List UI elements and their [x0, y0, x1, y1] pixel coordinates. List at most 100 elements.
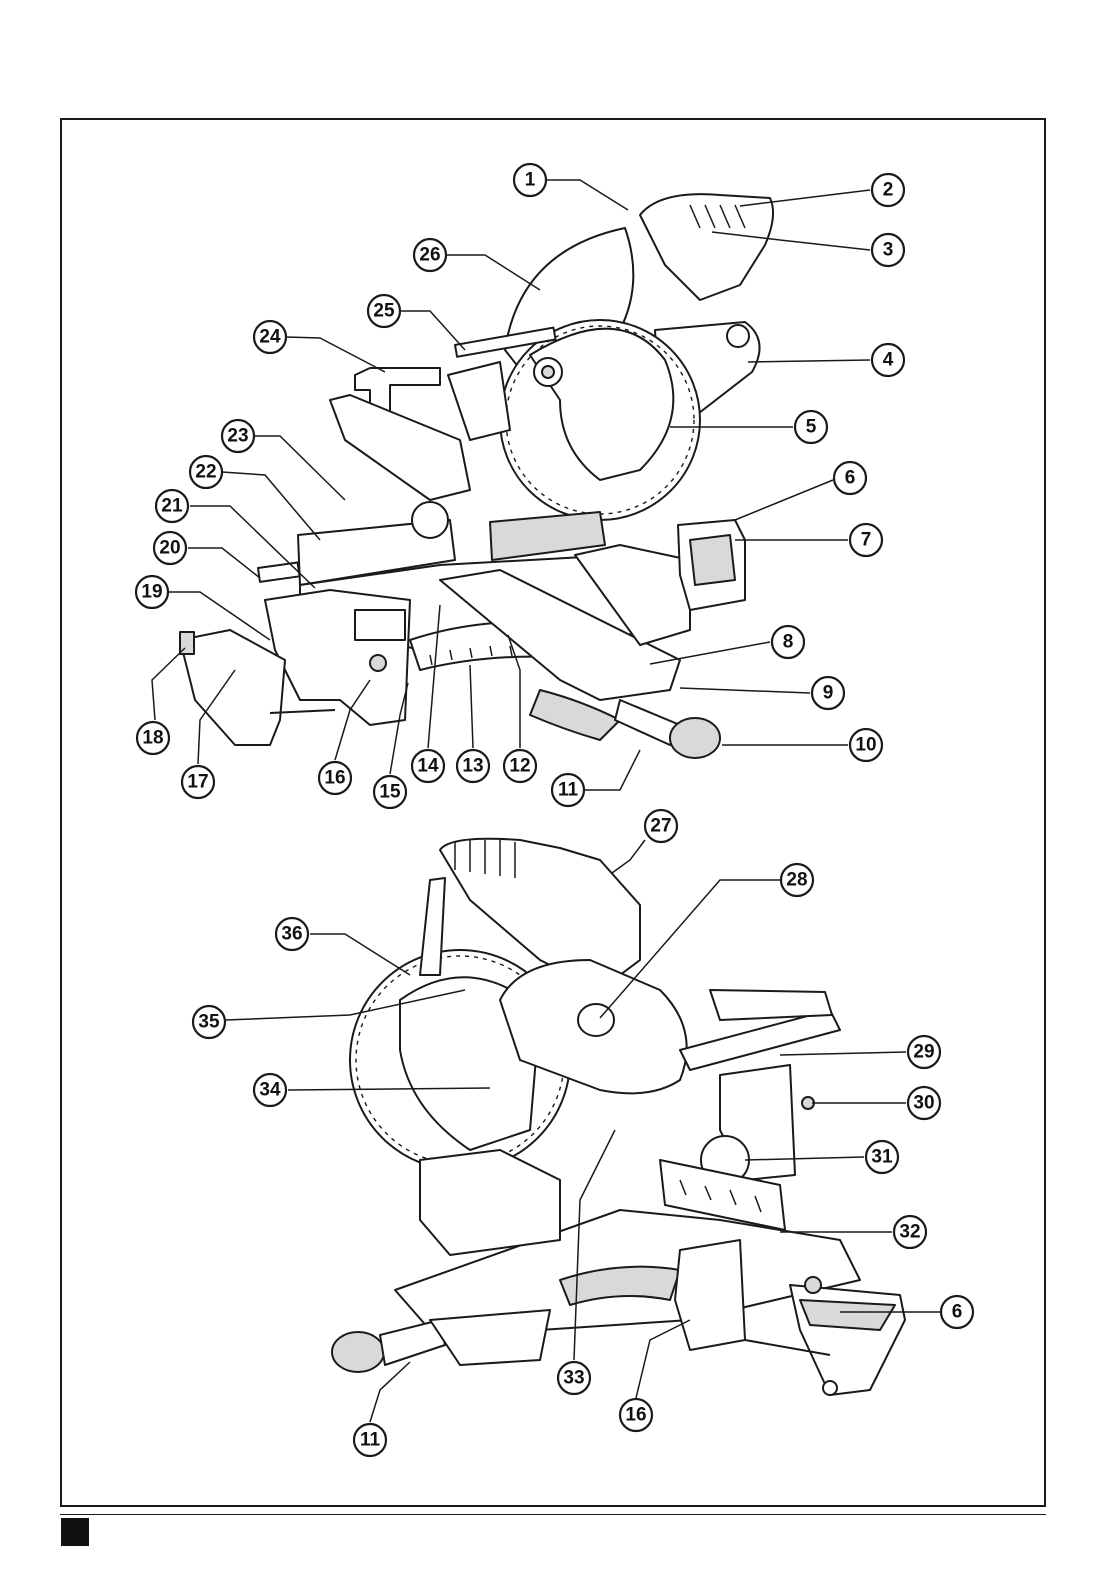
svg-text:11: 11: [360, 1430, 381, 1451]
svg-text:19: 19: [141, 582, 162, 603]
callout-13: 13: [457, 750, 489, 782]
saw-rear-view: [332, 839, 905, 1395]
callout-2: 2: [872, 174, 904, 206]
svg-text:29: 29: [913, 1042, 934, 1063]
callout-34: 34: [254, 1074, 286, 1106]
callout-7: 7: [850, 524, 882, 556]
svg-text:20: 20: [159, 538, 180, 559]
svg-text:27: 27: [650, 816, 671, 837]
svg-text:9: 9: [823, 683, 834, 704]
miter-lock-knob: [670, 718, 720, 758]
callout-11-bottom: 11: [354, 1424, 386, 1456]
svg-text:26: 26: [419, 245, 440, 266]
callout-15: 15: [374, 776, 406, 808]
svg-text:5: 5: [806, 417, 817, 438]
svg-text:2: 2: [883, 180, 894, 201]
svg-text:34: 34: [259, 1080, 281, 1101]
callout-26: 26: [414, 239, 446, 271]
callout-9: 9: [812, 677, 844, 709]
rear-left-base: [420, 1150, 560, 1255]
svg-text:24: 24: [259, 327, 281, 348]
rear-right-base: [675, 1240, 745, 1350]
callout-17: 17: [182, 766, 214, 798]
callout-22: 22: [190, 456, 222, 488]
svg-text:16: 16: [324, 768, 345, 789]
svg-text:36: 36: [281, 924, 302, 945]
rear-clamp-knob: [805, 1277, 821, 1293]
svg-text:21: 21: [161, 496, 183, 517]
rear-foot: [823, 1381, 837, 1395]
svg-text:31: 31: [871, 1147, 893, 1168]
base-mount-block: [355, 610, 405, 640]
callout-19: 19: [136, 576, 168, 608]
callout-31: 31: [866, 1141, 898, 1173]
svg-text:15: 15: [379, 782, 401, 803]
arbor-bolt: [542, 366, 554, 378]
svg-text:1: 1: [525, 170, 536, 191]
callout-30: 30: [908, 1087, 940, 1119]
svg-text:22: 22: [195, 462, 216, 483]
callout-25: 25: [368, 295, 400, 327]
callout-27: 27: [645, 810, 677, 842]
rear-miter-arm: [430, 1310, 550, 1365]
callout-8: 8: [772, 626, 804, 658]
bevel-handle: [258, 562, 300, 581]
svg-text:32: 32: [899, 1222, 920, 1243]
callout-21: 21: [156, 490, 188, 522]
svg-text:6: 6: [845, 468, 856, 489]
rear-carry-handle: [710, 990, 832, 1020]
callout-28: 28: [781, 864, 813, 896]
svg-text:13: 13: [462, 756, 483, 777]
bevel-lock-knob: [412, 502, 448, 538]
svg-text:18: 18: [142, 728, 163, 749]
saw-front-view: [180, 194, 773, 758]
callout-16-bottom: 16: [620, 1399, 652, 1431]
callout-5: 5: [795, 411, 827, 443]
callout-6-bottom: 6: [941, 1296, 973, 1328]
depth-stop-bracket: [448, 362, 510, 440]
svg-text:4: 4: [883, 350, 894, 371]
callout-6: 6: [834, 462, 866, 494]
svg-text:7: 7: [861, 530, 872, 551]
callout-23: 23: [222, 420, 254, 452]
rear-miter-lock-knob: [332, 1332, 384, 1372]
callout-16: 16: [319, 762, 351, 794]
svg-text:11: 11: [558, 780, 579, 801]
svg-text:14: 14: [417, 756, 439, 777]
svg-text:33: 33: [563, 1368, 584, 1389]
svg-text:8: 8: [783, 632, 794, 653]
callout-1: 1: [514, 164, 546, 196]
callout-14: 14: [412, 750, 444, 782]
callout-10: 10: [850, 729, 882, 761]
callout-3: 3: [872, 234, 904, 266]
callout-29: 29: [908, 1036, 940, 1068]
callout-35: 35: [193, 1006, 225, 1038]
rail-end-cap: [727, 325, 749, 347]
svg-text:28: 28: [786, 870, 807, 891]
depth-stop-rod: [420, 878, 445, 975]
left-extension: [180, 630, 285, 745]
callout-32: 32: [894, 1216, 926, 1248]
svg-text:17: 17: [187, 772, 208, 793]
svg-text:35: 35: [198, 1012, 220, 1033]
rear-extension-clamp: [800, 1300, 895, 1330]
callout-33: 33: [558, 1362, 590, 1394]
svg-text:23: 23: [227, 426, 248, 447]
svg-text:25: 25: [373, 301, 395, 322]
svg-text:16: 16: [625, 1405, 646, 1426]
mounting-hole-left: [370, 655, 386, 671]
svg-text:10: 10: [855, 735, 876, 756]
callout-4: 4: [872, 344, 904, 376]
callout-12: 12: [504, 750, 536, 782]
svg-text:6: 6: [952, 1302, 963, 1323]
slide-arm: [330, 395, 470, 500]
svg-text:3: 3: [883, 240, 894, 261]
callout-20: 20: [154, 532, 186, 564]
callout-36: 36: [276, 918, 308, 950]
svg-text:12: 12: [509, 756, 530, 777]
callout-24: 24: [254, 321, 286, 353]
extension-clamp-pad: [690, 535, 735, 585]
svg-text:30: 30: [913, 1093, 934, 1114]
callout-11: 11: [552, 774, 584, 806]
